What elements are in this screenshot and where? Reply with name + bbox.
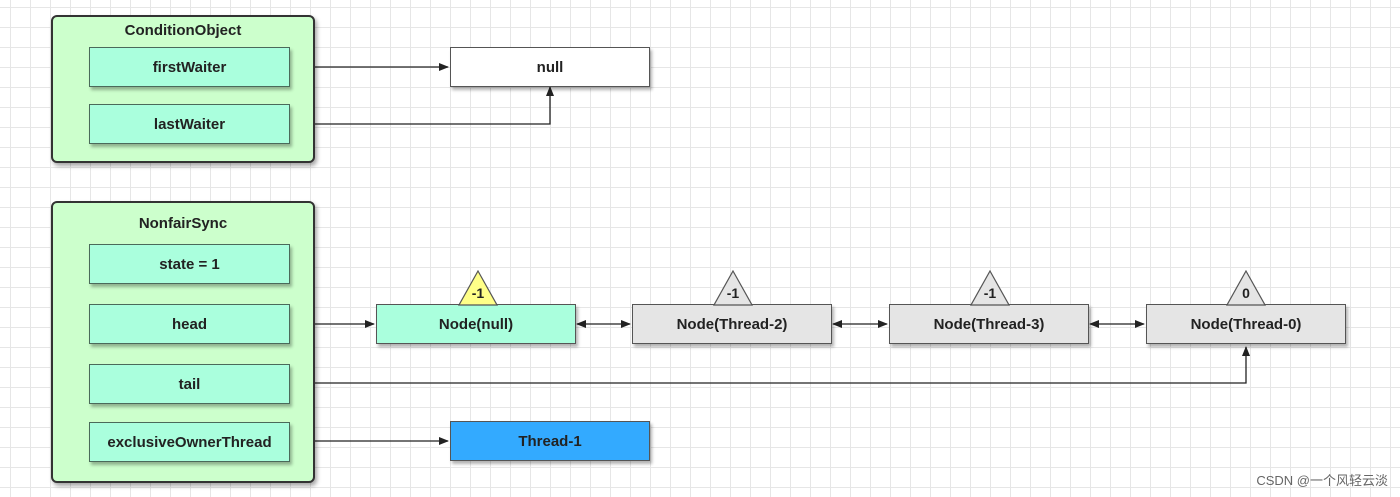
queue-node: Node(Thread-3) <box>889 304 1089 344</box>
first-waiter-field: firstWaiter <box>89 47 290 87</box>
wait-status-value: -1 <box>726 285 740 301</box>
condition-object-title: ConditionObject <box>124 22 242 39</box>
wait-status-triangle: 0 <box>1226 270 1266 306</box>
queue-node: Node(Thread-0) <box>1146 304 1346 344</box>
head-field: head <box>89 304 290 344</box>
null-box: null <box>450 47 650 87</box>
watermark: CSDN @一个风轻云淡 <box>1256 473 1388 488</box>
queue-node: Node(Thread-2) <box>632 304 832 344</box>
wait-status-value: -1 <box>471 285 485 301</box>
tail-arrow <box>290 346 1250 387</box>
owner-thread-box: Thread-1 <box>450 421 650 461</box>
tail-field: tail <box>89 364 290 404</box>
wait-status-triangle: -1 <box>458 270 498 306</box>
last-waiter-field: lastWaiter <box>89 104 290 144</box>
queue-node: Node(null) <box>376 304 576 344</box>
wait-status-value: -1 <box>983 285 997 301</box>
wait-status-triangle: -1 <box>970 270 1010 306</box>
exclusive-owner-thread-field: exclusiveOwnerThread <box>89 422 290 462</box>
nonfair-sync-title: NonfairSync <box>138 215 228 232</box>
last-waiter-arrow <box>290 86 554 125</box>
state-field: state = 1 <box>89 244 290 284</box>
wait-status-triangle: -1 <box>713 270 753 306</box>
wait-status-value: 0 <box>1242 285 1250 301</box>
